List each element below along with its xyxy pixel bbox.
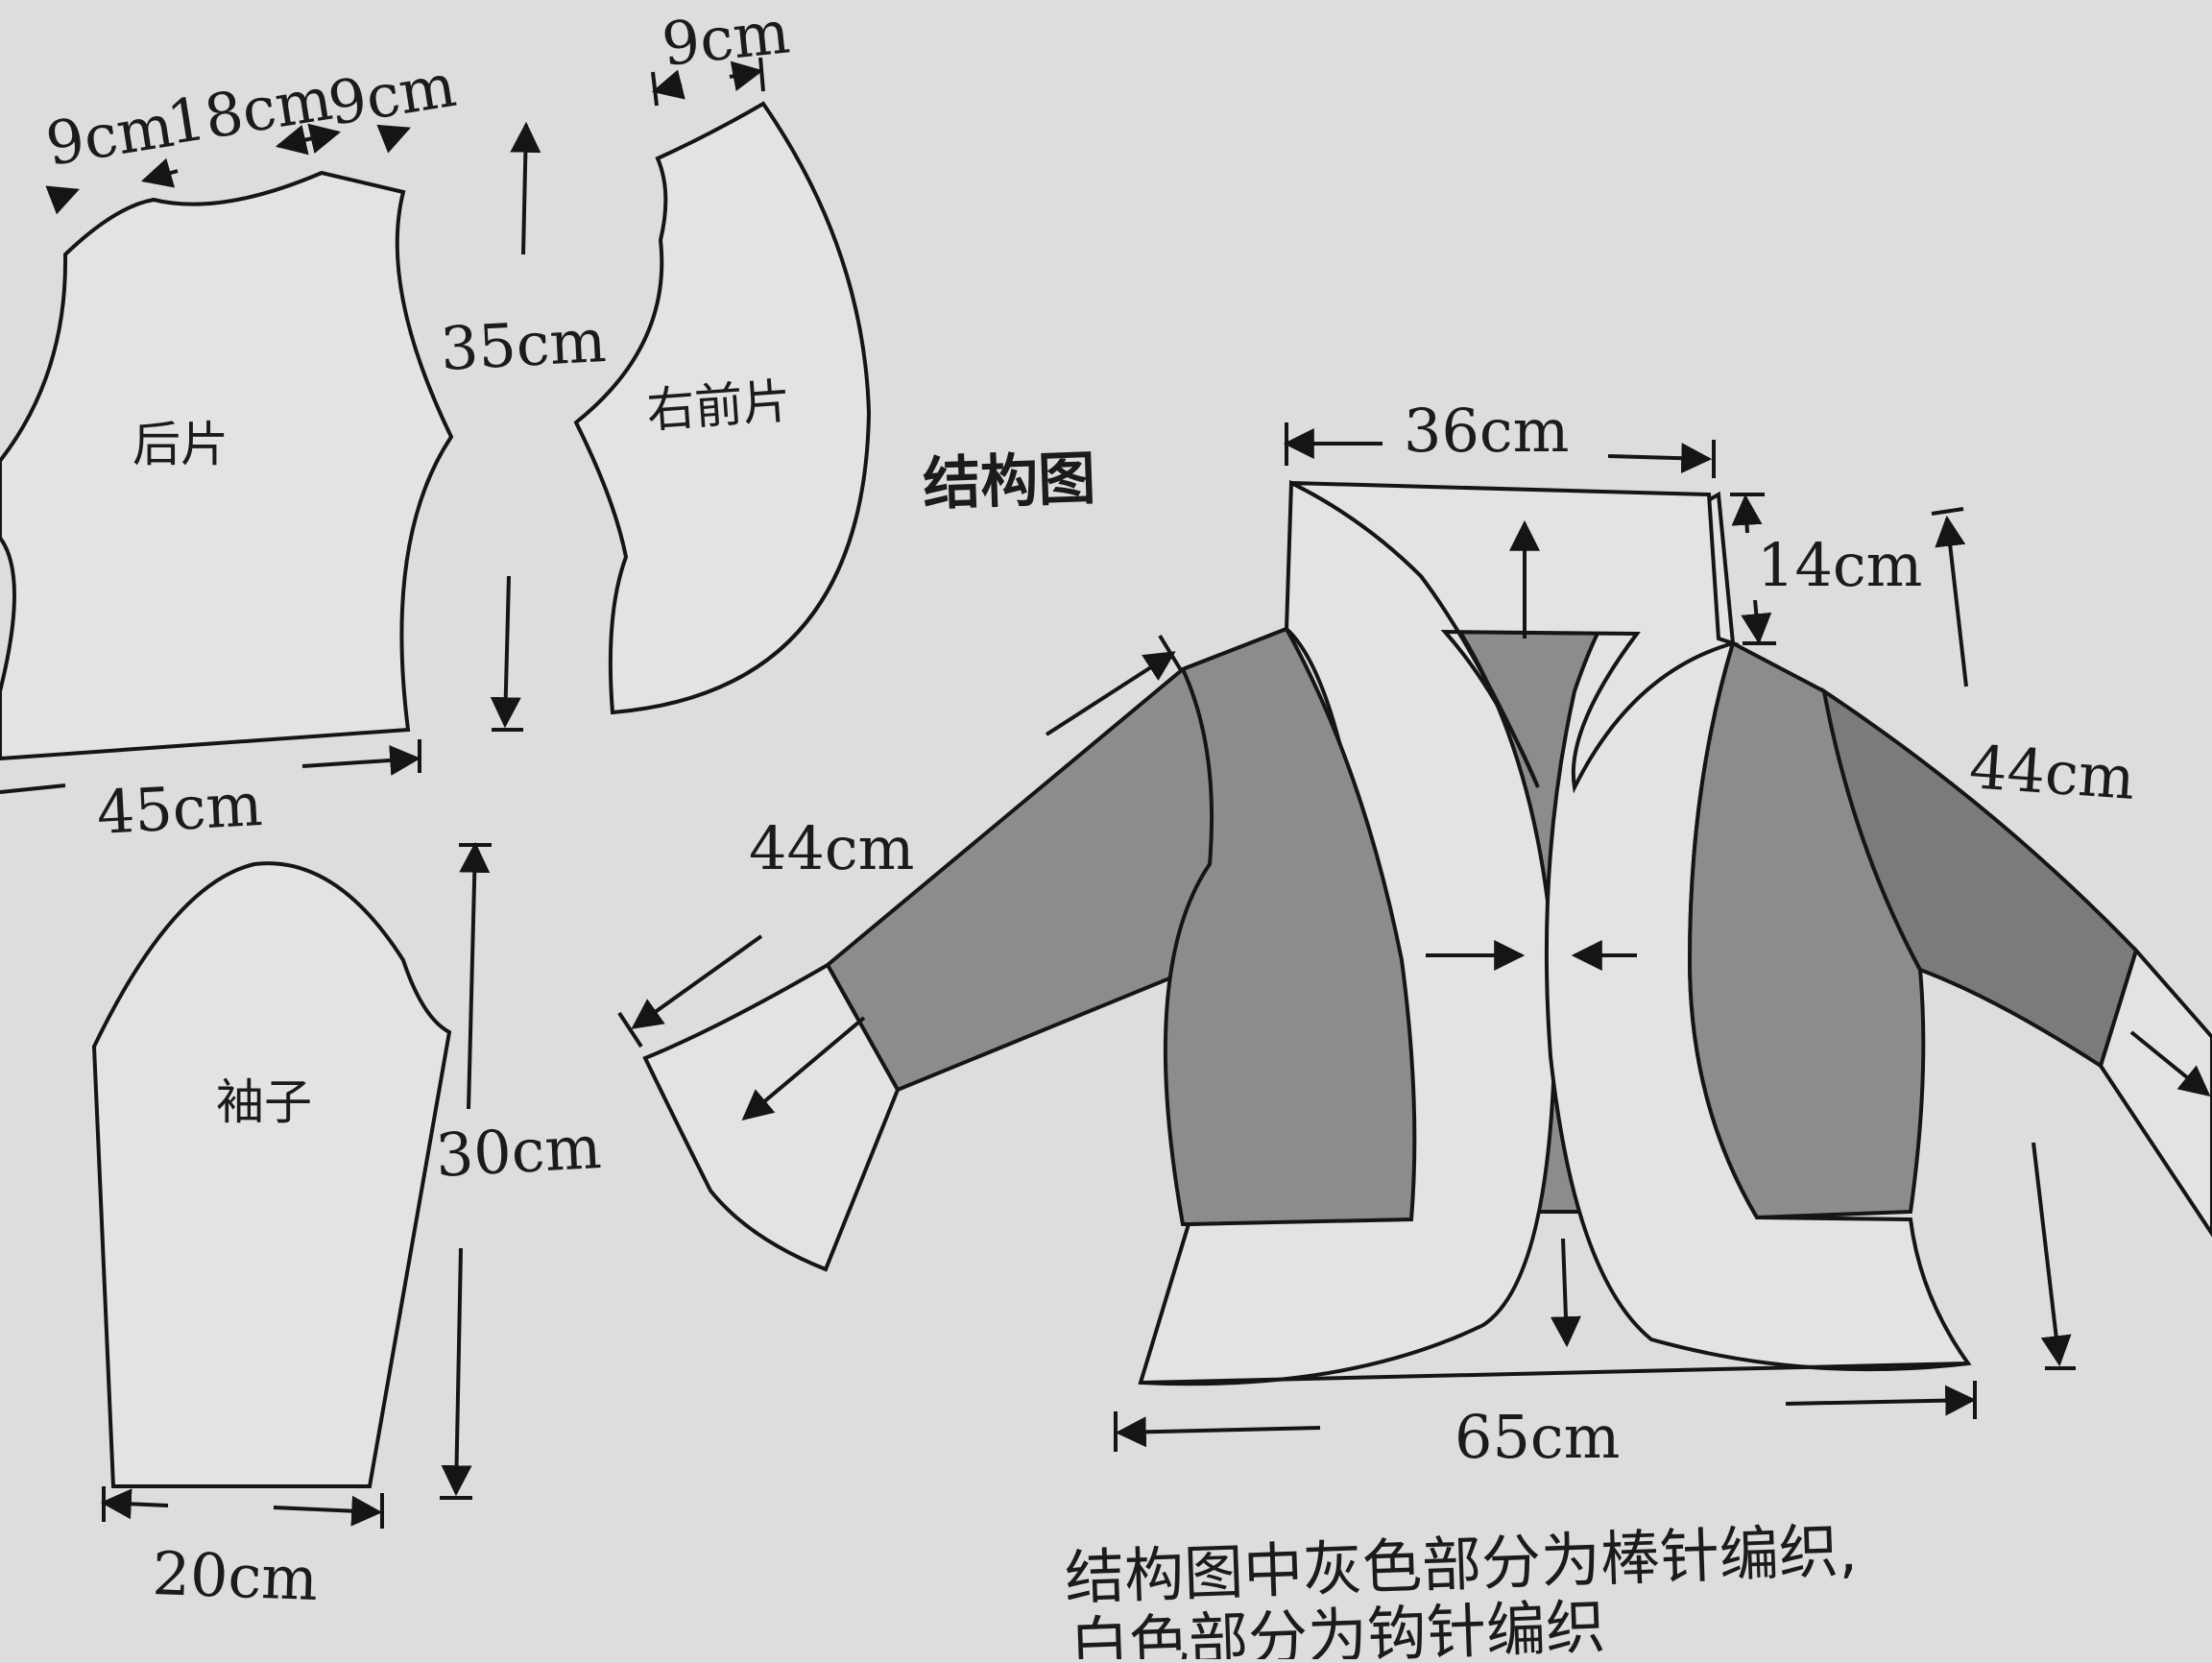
back-width-label: 45cm: [95, 769, 264, 848]
back-neck-left-label: 9cm: [41, 90, 179, 180]
back-height-arrow: [490, 121, 541, 732]
sleeve-width-label: 20cm: [151, 1538, 319, 1614]
top-width-arrow: [1283, 422, 1716, 478]
back-neck-dimension-markers: [45, 123, 411, 215]
sleeve-label: 袖子: [216, 1074, 312, 1130]
right-sleeve-knit: [1821, 687, 2139, 1070]
right-front-top-label: 9cm: [659, 0, 793, 80]
right-sleeve-length-label: 44cm: [1967, 732, 2137, 813]
collar-height-arrow: [1730, 493, 1776, 645]
left-sleeve-length-label: 44cm: [749, 813, 914, 883]
right-front-knit: [1687, 640, 1926, 1220]
sleeve-width-arrow: [100, 1486, 384, 1529]
sleeve-piece: 袖子 30cm 20cm: [91, 841, 603, 1614]
sleeve-height-arrow: [440, 841, 492, 1500]
collar-height-label: 14cm: [1757, 530, 1922, 600]
bottom-width-label: 65cm: [1455, 1402, 1620, 1472]
back-width-arrow: [0, 739, 421, 794]
left-front-knit: [1163, 626, 1417, 1226]
back-neck-mid-label: 18cm: [162, 63, 337, 158]
right-front-piece: 右前片 9cm: [573, 0, 872, 715]
back-height-label: 35cm: [439, 305, 608, 384]
garment-structure: [642, 479, 2212, 1386]
back-piece-label: 后片: [132, 417, 228, 472]
back-neck-right-label: 9cm: [324, 50, 461, 139]
left-sleeve-length-arrow: [617, 634, 1183, 1048]
right-sleeve-length-arrow: [1931, 507, 2076, 1370]
right-front-top-arrow: [651, 57, 765, 107]
sleeve-height-label: 30cm: [434, 1112, 603, 1191]
top-width-label: 36cm: [1404, 396, 1569, 466]
structure-title: 结构图: [922, 446, 1096, 518]
bottom-width-arrow: [1114, 1381, 1977, 1452]
collar-crochet: [1290, 481, 1740, 794]
back-piece: 后片 9cm 18cm 9cm 35cm 45cm: [0, 50, 608, 848]
right-sleeve-cuff: [2098, 946, 2212, 1238]
right-front-label: 右前片: [645, 374, 793, 439]
structure-direction-arrows: [741, 519, 2211, 1348]
